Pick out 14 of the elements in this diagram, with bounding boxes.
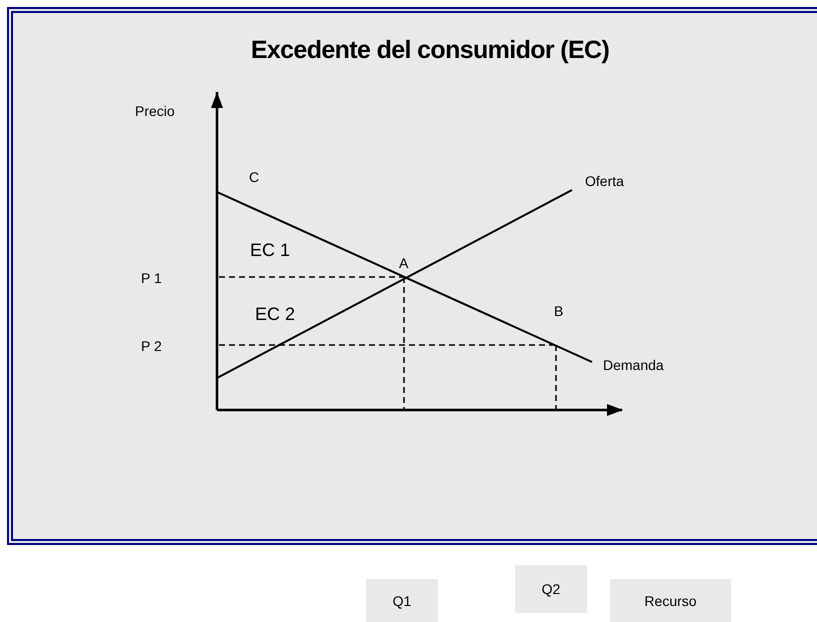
axis-label: P 1 bbox=[141, 269, 162, 288]
axis-label: B bbox=[554, 302, 564, 321]
axis-label: Oferta bbox=[585, 172, 624, 191]
axis-label: A bbox=[399, 254, 408, 273]
chart-title: Excedente del consumidor (EC) bbox=[250, 35, 610, 66]
axis-label: EC 1 bbox=[250, 239, 290, 262]
label-box: Q2 bbox=[515, 565, 587, 613]
axis-label: Demanda bbox=[603, 356, 664, 375]
axis-label: EC 2 bbox=[255, 303, 296, 326]
axis-label: C bbox=[249, 168, 260, 187]
label-box: Recurso bbox=[610, 579, 731, 622]
label-box: Q1 bbox=[366, 579, 438, 622]
axis-label: Precio bbox=[135, 102, 175, 121]
axis-label: P 2 bbox=[141, 337, 162, 356]
